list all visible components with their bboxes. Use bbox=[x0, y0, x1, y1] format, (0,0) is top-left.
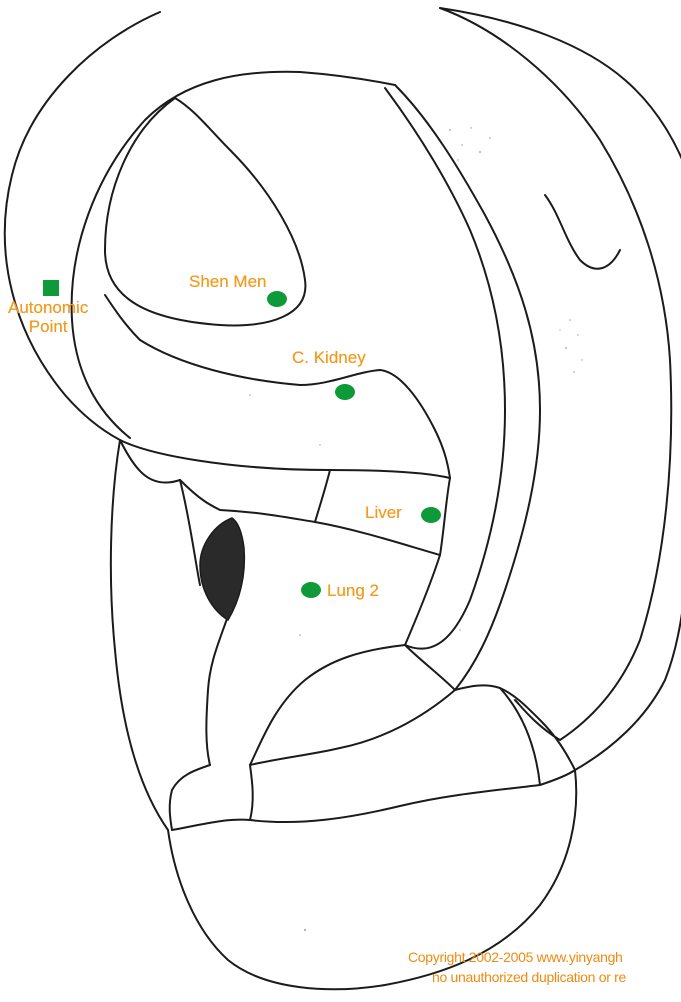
autonomic-point-label: Autonomic Point bbox=[8, 298, 88, 336]
antitragus-upper bbox=[405, 645, 575, 770]
liver-region-right bbox=[440, 478, 450, 555]
ear-canal-shaded bbox=[200, 518, 244, 620]
lobe-top-left bbox=[172, 765, 253, 830]
c-kidney-label: C. Kidney bbox=[292, 348, 366, 367]
shen-men-label: Shen Men bbox=[189, 272, 267, 291]
autonomic-point-label-line2: Point bbox=[8, 317, 88, 336]
antitragus-lower bbox=[250, 690, 455, 765]
ear-outline bbox=[5, 8, 681, 989]
copyright-line-1: Copyright 2002-2005 www.yinyangh bbox=[408, 948, 623, 967]
lobe-top bbox=[250, 770, 575, 822]
concha-bottom bbox=[250, 645, 405, 765]
autonomic-point-label-line1: Autonomic bbox=[8, 298, 88, 317]
helix-outer-edge bbox=[5, 8, 681, 989]
inner-left-tragus bbox=[120, 440, 180, 483]
lung-2-marker bbox=[301, 582, 321, 598]
helix-inner-edge bbox=[120, 440, 450, 478]
antihelix-outer bbox=[395, 85, 540, 690]
antihelix-inner bbox=[385, 88, 505, 649]
concha-upper-left bbox=[180, 480, 315, 522]
cymba-divider-1 bbox=[315, 470, 330, 522]
liver-label: Liver bbox=[365, 503, 402, 522]
concha-left-lower bbox=[206, 610, 230, 765]
lobe-divider-right bbox=[500, 688, 540, 785]
speckle-texture bbox=[249, 127, 583, 931]
helix-right-bump bbox=[545, 195, 620, 269]
c-kidney-marker bbox=[335, 384, 355, 400]
liver-region-bottom bbox=[315, 522, 440, 555]
fossa-lower-line bbox=[105, 295, 140, 340]
helix-right-inner bbox=[440, 8, 671, 740]
concha-right bbox=[405, 555, 440, 645]
copyright-line-2: no unauthorized duplication or re bbox=[432, 968, 626, 987]
tragus-lower bbox=[170, 765, 210, 830]
shen-men-marker bbox=[267, 291, 287, 307]
helix-inner-arc bbox=[72, 72, 395, 438]
lung-2-label: Lung 2 bbox=[327, 581, 379, 600]
autonomic-point-marker bbox=[43, 280, 59, 296]
liver-marker bbox=[421, 507, 441, 523]
